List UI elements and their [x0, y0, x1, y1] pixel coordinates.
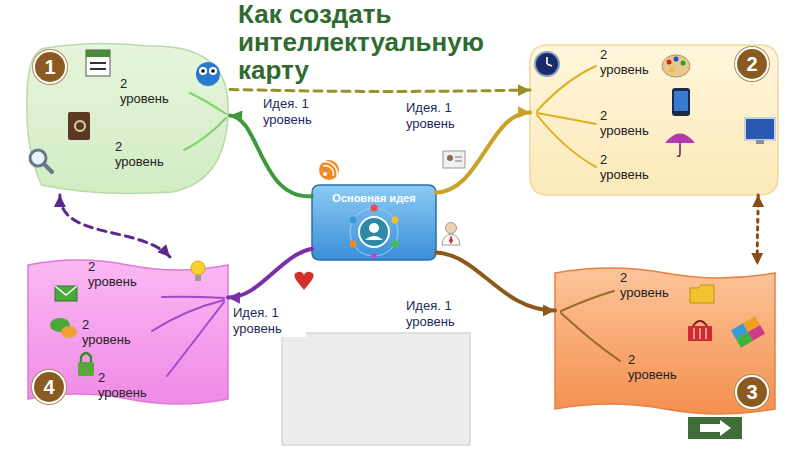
- connector-line: [230, 89, 530, 91]
- central-idea-box: Основная идея: [312, 185, 436, 260]
- level-2-text: 2 уровень: [120, 76, 178, 106]
- edge-label: Идея. 1 уровень: [262, 96, 336, 128]
- callout-number: 1: [33, 50, 67, 84]
- edge-label: Идея. 1 уровень: [405, 298, 479, 330]
- level-2-text: 2 уровень: [600, 108, 658, 138]
- level-2-text: 2 уровень: [88, 259, 146, 289]
- branch-region: 2 2 уровень 2 уровень 2 уровень: [530, 45, 778, 195]
- connector: [230, 84, 530, 96]
- arrowhead: [54, 195, 66, 207]
- connector: [751, 195, 764, 265]
- arrowhead: [518, 106, 530, 118]
- arrowhead: [543, 304, 555, 316]
- branch-region: 1 2 уровень 2 уровень: [25, 42, 230, 195]
- edge-label: Идея. 1 уровень: [405, 100, 479, 132]
- level-2-text: 2 уровень: [115, 139, 173, 169]
- connector-line: [60, 195, 170, 257]
- level-2-text: 2 уровень: [620, 270, 678, 300]
- level-2-text: 2 уровень: [600, 47, 658, 77]
- node-text: Основная идея: [316, 192, 432, 205]
- diagram-title: Как создать интеллектуальную карту: [238, 0, 528, 84]
- arrowhead: [751, 253, 763, 265]
- arrowhead: [157, 244, 170, 257]
- callout-number: 3: [735, 375, 769, 409]
- arrowhead: [752, 195, 764, 207]
- level-2-text: 2 уровень: [628, 352, 686, 382]
- arrowhead: [518, 84, 530, 96]
- callout-number: 4: [32, 370, 66, 404]
- callout-number: 2: [735, 47, 769, 81]
- connector-line: [228, 249, 312, 298]
- branch-region: 4 2 уровень 2 уровень 2 уровень: [28, 257, 228, 407]
- arrowhead: [230, 110, 242, 122]
- connector: [54, 195, 170, 257]
- branch-region: 3 2 уровень 2 уровень: [555, 265, 775, 417]
- level-2-text: 2 уровень: [600, 152, 658, 182]
- edge-label: Идея. 1 уровень: [232, 305, 306, 337]
- arrowhead: [228, 292, 240, 304]
- level-2-text: 2 уровень: [82, 317, 140, 347]
- level-2-text: 2 уровень: [98, 370, 156, 400]
- connector: [228, 249, 312, 304]
